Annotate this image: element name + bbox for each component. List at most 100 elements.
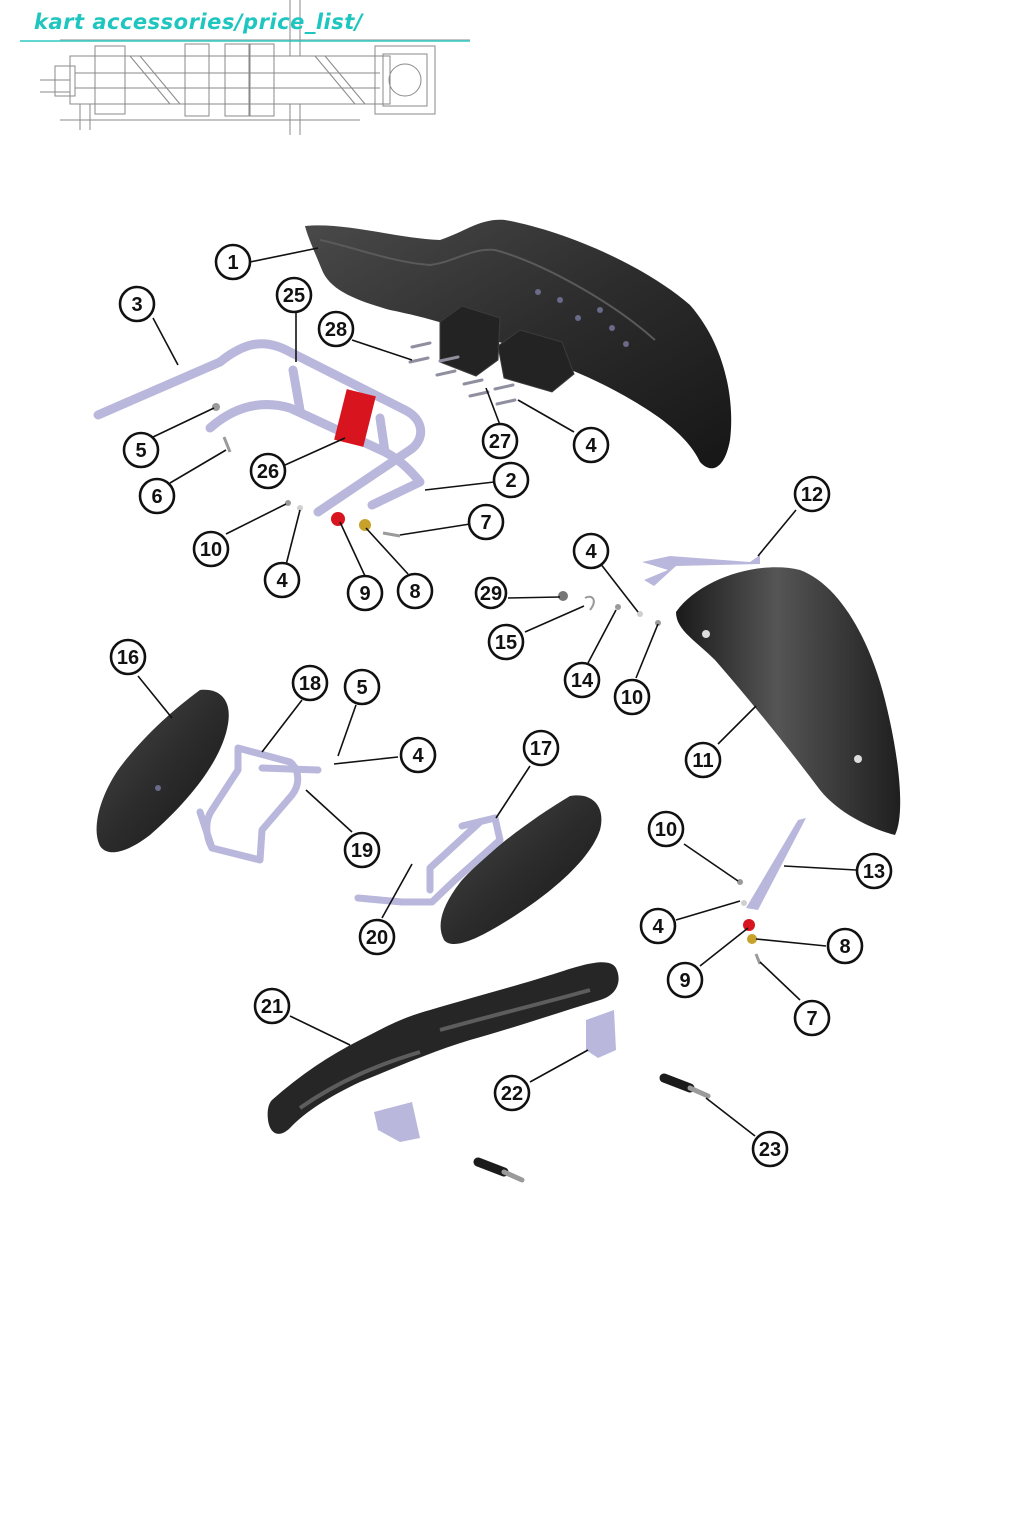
callout-number: 28: [325, 319, 347, 341]
callout-number: 29: [480, 583, 502, 605]
callout-number: 14: [571, 670, 594, 692]
callout-c27: 27: [481, 422, 519, 460]
callout-circle: [826, 927, 864, 965]
callout-number: 13: [863, 861, 885, 883]
callout-number: 4: [412, 745, 424, 767]
callout-circle: [192, 530, 230, 568]
callout-circle: [358, 918, 396, 956]
callout-number: 20: [366, 927, 388, 949]
callout-number: 5: [356, 677, 367, 699]
part-11-front-nose: [676, 567, 901, 835]
callout-circle: [138, 477, 176, 515]
callout-circle: [122, 431, 160, 469]
callout-c15: 15: [487, 623, 525, 661]
callout-circle: [291, 664, 329, 702]
callout-circle: [481, 422, 519, 460]
callout-circle: [275, 276, 313, 314]
callout-c5a: 5: [122, 431, 160, 469]
callout-number: 10: [200, 539, 222, 561]
part-16-left-side-pod: [96, 689, 229, 853]
part-12-bracket: [642, 555, 760, 586]
callout-circle: [572, 426, 610, 464]
callout-circle: [214, 243, 252, 281]
callout-number: 25: [283, 285, 305, 307]
callout-c23: 23: [751, 1130, 789, 1168]
callout-number: 4: [652, 916, 664, 938]
callout-c8b: 8: [826, 927, 864, 965]
callout-number: 6: [151, 486, 162, 508]
callout-circle: [467, 503, 505, 541]
part-17-right-side-pod: [440, 795, 602, 945]
callout-number: 1: [227, 252, 238, 274]
callout-c21: 21: [253, 987, 291, 1025]
callout-number: 8: [409, 581, 420, 603]
callout-circle: [396, 572, 434, 610]
part-13-nose-bracket: [746, 818, 806, 910]
callout-c1: 1: [214, 243, 252, 281]
callout-circle: [647, 810, 685, 848]
callout-c11: 11: [684, 741, 722, 779]
callout-circle: [563, 661, 601, 699]
callout-c7b: 7: [793, 999, 831, 1037]
callout-circle: [487, 623, 525, 661]
callout-c22: 22: [493, 1074, 531, 1112]
callout-number: 4: [585, 435, 597, 457]
callout-number: 19: [351, 840, 373, 862]
callout-c4a: 4: [572, 426, 610, 464]
callout-c13: 13: [855, 852, 893, 890]
header-drawing: [20, 0, 470, 135]
callout-c9b: 9: [666, 961, 704, 999]
callout-circle: [343, 831, 381, 869]
callout-circle: [492, 461, 530, 499]
callout-number: 26: [257, 461, 279, 483]
callout-c28: 28: [317, 310, 355, 348]
callout-number: 16: [117, 647, 139, 669]
callout-circle: [253, 987, 291, 1025]
callout-c18: 18: [291, 664, 329, 702]
callout-number: 15: [495, 632, 517, 654]
callout-c10b: 10: [613, 678, 651, 716]
callout-number: 10: [655, 819, 677, 841]
rear-hardware: [212, 403, 401, 538]
callout-number: 10: [621, 687, 643, 709]
callout-number: 18: [299, 673, 321, 695]
callout-circle: [346, 574, 384, 612]
callout-c10c: 10: [647, 810, 685, 848]
callout-number: 21: [261, 996, 283, 1018]
callout-number: 17: [530, 738, 552, 760]
callout-c14: 14: [563, 661, 601, 699]
callout-c19: 19: [343, 831, 381, 869]
callout-c16: 16: [109, 638, 147, 676]
callout-number: 7: [480, 512, 491, 534]
callout-c17: 17: [522, 729, 560, 767]
callout-circle: [639, 907, 677, 945]
callout-circle: [118, 285, 156, 323]
callout-circle: [751, 1130, 789, 1168]
callout-number: 22: [501, 1083, 523, 1105]
callout-c8a: 8: [396, 572, 434, 610]
callout-circle: [793, 999, 831, 1037]
callout-circle: [522, 729, 560, 767]
callout-number: 9: [679, 970, 690, 992]
callout-circle: [613, 678, 651, 716]
callout-c4d: 4: [399, 736, 437, 774]
callout-number: 2: [505, 470, 516, 492]
callout-circle: [855, 852, 893, 890]
callout-c6: 6: [138, 477, 176, 515]
header-title[interactable]: kart accessories/price_list/: [34, 10, 363, 34]
callout-c4b: 4: [263, 561, 301, 599]
callout-c25: 25: [275, 276, 313, 314]
callout-number: 27: [489, 431, 511, 453]
callout-circle: [793, 475, 831, 513]
callout-labels: 1234444455677889910101011121314151617181…: [109, 243, 893, 1168]
part-21-front-bumper: [267, 962, 619, 1134]
part-28-bolts: [408, 341, 517, 406]
callout-number: 8: [839, 936, 850, 958]
callout-number: 7: [806, 1008, 817, 1030]
callout-c4c: 4: [572, 532, 610, 570]
callout-circle: [317, 310, 355, 348]
callout-circle: [109, 638, 147, 676]
front-hardware: [558, 591, 762, 965]
callout-number: 5: [135, 440, 146, 462]
header-banner: kart accessories/price_list/: [0, 0, 480, 145]
